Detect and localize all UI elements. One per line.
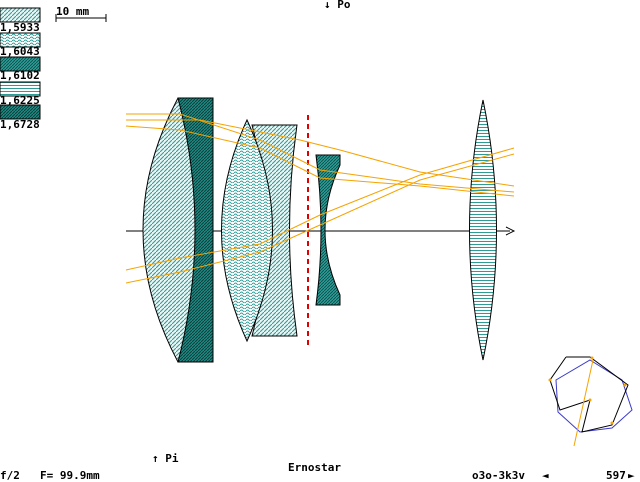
mini-plot-polygon <box>555 359 633 433</box>
triangle-right-icon[interactable]: ► <box>628 469 635 482</box>
legend-index-2: 1,6043 <box>0 45 40 58</box>
ray-1 <box>126 113 515 193</box>
light-rays <box>125 113 515 284</box>
legend-swatch-5 <box>0 104 41 120</box>
legend-index-4: 1,6225 <box>0 94 40 107</box>
ray-2 <box>125 125 515 197</box>
design-counter: 597 <box>606 469 626 482</box>
legend-swatch-4 <box>0 81 41 97</box>
ray-5 <box>125 153 515 284</box>
aperture-value: f/2 <box>0 469 20 482</box>
legend-swatch-3 <box>0 56 41 72</box>
legend-index-5: 1,6728 <box>0 118 40 131</box>
lens-element-5 <box>315 154 341 306</box>
mini-aberration-plot <box>548 356 633 447</box>
lens-name: Ernostar <box>288 461 341 474</box>
ray-4 <box>125 147 515 271</box>
legend-index-1: 1,5933 <box>0 21 40 34</box>
legend-swatch-2 <box>0 32 41 48</box>
triangle-left-icon[interactable]: ◄ <box>542 469 549 482</box>
lens-element-3 <box>221 118 273 343</box>
mini-plot-ray <box>573 359 594 447</box>
mini-plot-path <box>549 356 629 433</box>
design-code: o3o-3k3v <box>472 469 525 482</box>
scale-bar <box>55 14 107 22</box>
scale-bar-label: 10 mm <box>56 5 90 18</box>
object-point-marker: ↓ Po <box>324 0 351 11</box>
glass-legend <box>0 7 41 120</box>
image-point-marker: ↑ Pi <box>152 452 179 465</box>
focal-length-value: F= 99.9mm <box>40 469 100 482</box>
ray-3 <box>126 119 515 187</box>
legend-index-3: 1,6102 <box>0 69 40 82</box>
lens-element-2 <box>177 97 214 363</box>
legend-swatch-1 <box>0 7 41 23</box>
lens-element-6 <box>469 99 497 361</box>
